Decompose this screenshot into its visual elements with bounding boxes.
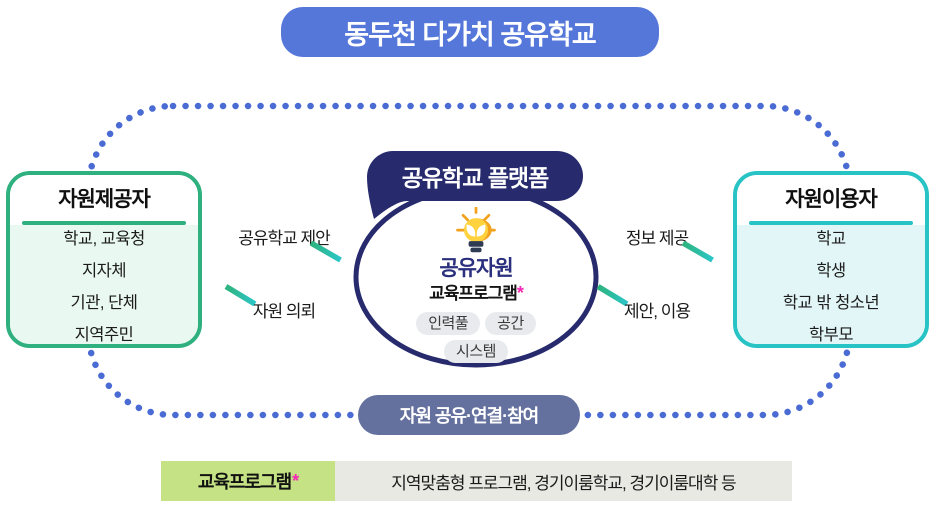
bottom-badge: 자원 공유·연결·참여 — [358, 395, 580, 435]
arrow-left-icon — [596, 284, 712, 306]
right-flow-forward-label: 정보 제공 — [625, 229, 689, 248]
arrow-right-icon — [598, 241, 714, 263]
left-flow-backward-label: 자원 의뢰 — [252, 302, 316, 321]
user-box: 자원이용자 학교 학생 학교 밖 청소년 학부모 — [733, 171, 929, 348]
program-asterisk: * — [516, 283, 524, 303]
platform-bubble — [367, 151, 583, 219]
legend-description: 지역맞춤형 프로그램, 경기이룸학교, 경기이룸대학 등 — [335, 461, 792, 501]
box-item: 학교 밖 청소년 — [782, 294, 880, 312]
provider-box: 자원제공자 학교, 교육청 지자체 기관, 단체 지역주민 — [6, 171, 202, 348]
user-box-title: 자원이용자 — [737, 175, 925, 221]
user-box-body: 학교 학생 학교 밖 청소년 학부모 — [737, 225, 925, 344]
box-item: 학부모 — [808, 326, 854, 344]
provider-box-divider — [22, 221, 186, 225]
box-item: 기관, 단체 — [70, 294, 138, 312]
title-banner: 동두천 다가치 공유학교 — [281, 7, 659, 57]
bottom-badge-label: 자원 공유·연결·참여 — [399, 406, 539, 426]
legend-term: 교육프로그램* — [161, 461, 335, 501]
provider-box-title: 자원제공자 — [10, 175, 198, 221]
user-box-divider — [749, 221, 913, 225]
platform-bubble-label: 공유학교 플랫폼 — [401, 165, 550, 191]
box-item: 학생 — [816, 262, 846, 280]
platform-content: 공유자원 교육프로그램* 인력풀 공간 시스템 — [376, 207, 576, 363]
resource-chip: 시스템 — [444, 340, 508, 363]
arrow-right-icon — [226, 241, 342, 263]
program-label: 교육프로그램* — [429, 283, 524, 303]
page-title: 동두천 다가치 공유학교 — [344, 19, 596, 50]
box-item: 지자체 — [81, 262, 127, 280]
box-item: 학교 — [816, 230, 846, 248]
legend-asterisk: * — [292, 470, 299, 491]
resource-chip: 공간 — [485, 312, 536, 335]
lightbulb-icon — [456, 207, 496, 253]
provider-box-body: 학교, 교육청 지자체 기관, 단체 지역주민 — [10, 225, 198, 344]
box-item: 학교, 교육청 — [63, 230, 145, 248]
right-flow-backward-label: 제안, 이용 — [623, 302, 691, 321]
left-flow-forward-label: 공유학교 제안 — [238, 229, 331, 248]
resource-chips: 인력풀 공간 시스템 — [396, 312, 556, 363]
arrow-left-icon — [224, 284, 340, 306]
shared-resource-heading: 공유자원 — [439, 257, 513, 280]
resource-chip: 인력풀 — [416, 312, 481, 335]
box-item: 지역주민 — [74, 326, 134, 344]
